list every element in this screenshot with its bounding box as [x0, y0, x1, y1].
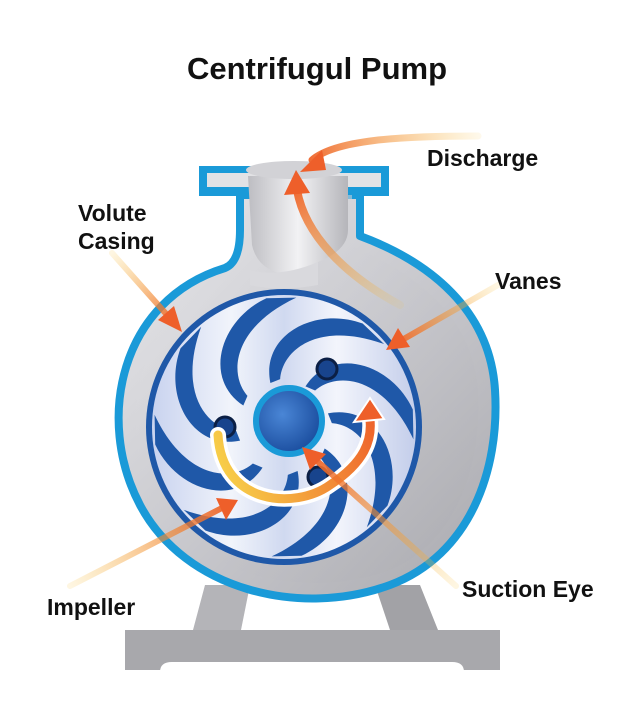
bolt-hole — [315, 357, 339, 381]
label-vanes: Vanes — [495, 268, 562, 294]
label-volute: Volute — [78, 200, 147, 226]
diagram-title: Centrifugul Pump — [187, 51, 447, 86]
suction-eye-hub — [253, 385, 325, 457]
label-suction-eye: Suction Eye — [462, 576, 594, 602]
label-casing: Casing — [78, 228, 155, 254]
impeller-vane — [154, 414, 263, 491]
impeller-vane — [305, 363, 414, 440]
impeller-vane — [269, 318, 385, 384]
flow-arrows — [210, 170, 404, 507]
label-discharge: Discharge — [427, 145, 538, 171]
impeller-vanes — [154, 297, 414, 557]
impeller-vane — [220, 297, 297, 406]
impeller-vane — [175, 326, 241, 442]
label-impeller: Impeller — [47, 594, 135, 620]
pump-base — [125, 585, 500, 672]
impeller-vane — [183, 470, 299, 536]
callout-arrows — [67, 132, 501, 589]
impeller-vane — [271, 448, 348, 557]
impeller-vane — [327, 412, 393, 528]
